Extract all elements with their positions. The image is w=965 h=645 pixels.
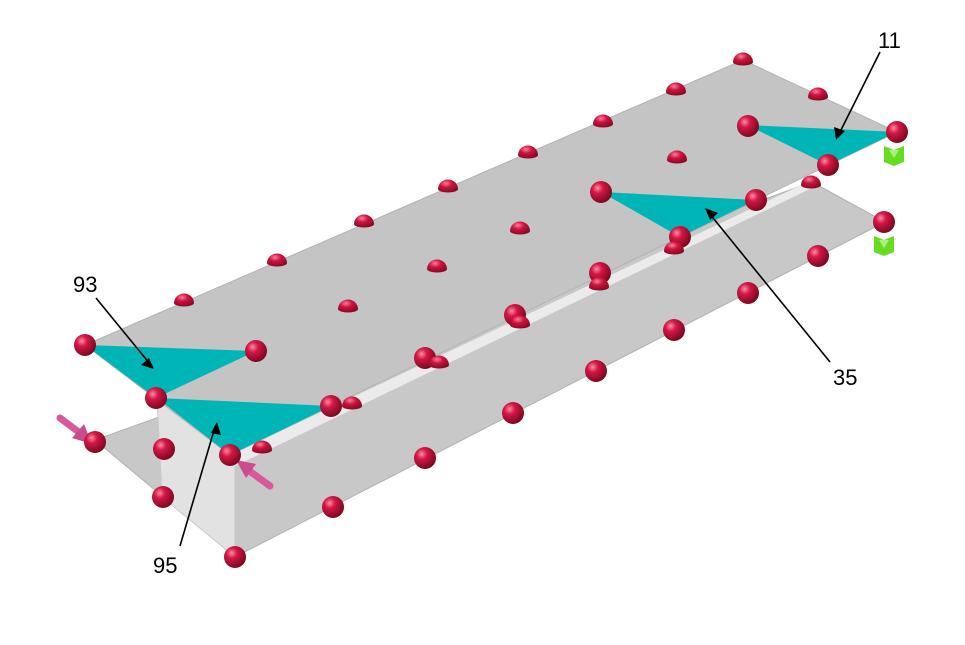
node-marker: [152, 486, 174, 508]
node-marker: [873, 211, 895, 233]
node-marker: [224, 546, 246, 568]
node-marker: [145, 387, 167, 409]
node-marker: [886, 121, 908, 143]
node-marker: [342, 396, 362, 410]
node-marker: [589, 262, 611, 284]
node-marker: [438, 179, 458, 193]
node-marker: [153, 438, 175, 460]
support-marker-lower: [874, 236, 894, 256]
node-marker: [737, 115, 759, 137]
node-marker: [502, 402, 524, 424]
node-marker: [667, 150, 687, 164]
node-marker: [427, 259, 447, 273]
load-arrow-center: [236, 460, 274, 490]
node-marker: [663, 319, 685, 341]
callout-11: 11: [834, 28, 901, 140]
node-marker: [252, 440, 272, 454]
element-triangle-35: [601, 192, 756, 237]
node-marker: [808, 87, 828, 101]
node-marker: [354, 214, 374, 228]
node-marker: [590, 181, 612, 203]
callout-93: 93: [73, 272, 154, 369]
element-triangle-95: [157, 398, 331, 455]
label-11: 11: [878, 28, 901, 53]
node-marker: [801, 175, 821, 189]
element-triangle-93: [85, 345, 256, 398]
node-marker: [664, 241, 684, 255]
node-marker: [518, 145, 538, 159]
callout-95: 95: [153, 422, 221, 578]
node-marker: [807, 245, 829, 267]
node-marker: [733, 52, 753, 66]
element-triangle-11: [747, 125, 897, 165]
label-95: 95: [153, 553, 177, 578]
node-marker: [267, 253, 287, 267]
node-marker: [589, 277, 609, 291]
node-marker: [414, 447, 436, 469]
node-marker: [666, 82, 686, 96]
node-marker: [817, 154, 839, 176]
node-marker: [245, 340, 267, 362]
node-marker: [429, 355, 449, 369]
node-marker: [338, 299, 358, 313]
node-markers: [74, 52, 908, 568]
node-marker: [745, 189, 767, 211]
node-marker: [510, 315, 530, 329]
node-marker: [84, 431, 106, 453]
label-35: 35: [833, 365, 857, 390]
node-marker: [585, 360, 607, 382]
support-marker-upper: [884, 146, 904, 166]
node-marker: [174, 293, 194, 307]
node-marker: [74, 334, 96, 356]
node-marker: [593, 114, 613, 128]
node-marker: [219, 444, 241, 466]
callout-35: 35: [705, 208, 857, 390]
label-93: 93: [73, 272, 97, 297]
node-marker: [320, 395, 342, 417]
node-marker: [510, 221, 530, 235]
node-marker: [737, 282, 759, 304]
node-marker: [322, 496, 344, 518]
